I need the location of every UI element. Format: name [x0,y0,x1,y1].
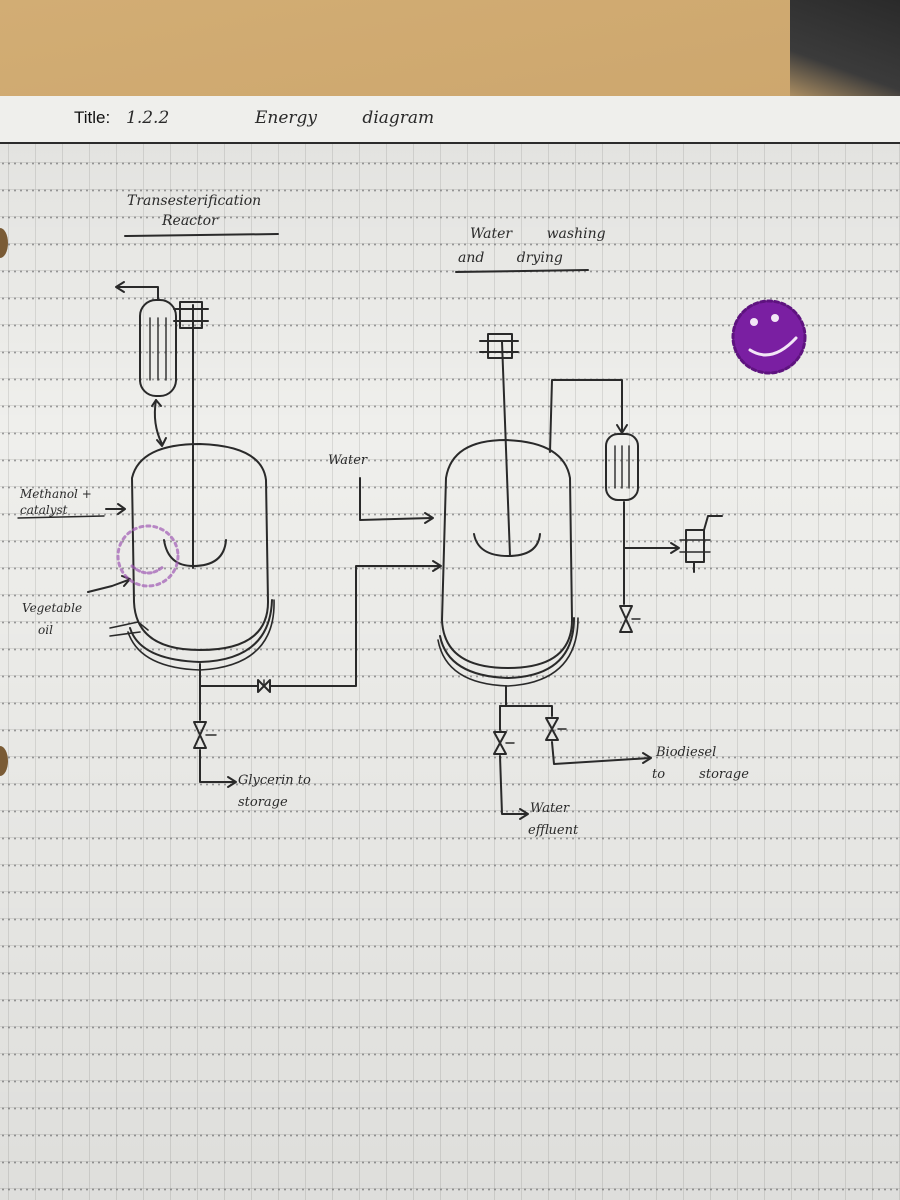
biodiesel-label-line1: Biodiesel [655,745,716,760]
title-label: Title: [74,108,111,127]
desk-shadow [790,0,900,110]
transfer-line [269,565,441,687]
vegetable-oil-label-line1: Vegetable [22,601,82,615]
smiley-sticker-icon [731,299,807,375]
water-effluent-valve-icon [493,731,507,755]
washing-vessel: Water effluent Biodiesel to storage [437,333,749,838]
glycerin-arrow-icon [227,776,237,788]
reactor-jacket-outer [127,599,275,671]
glycerin-valve-icon [193,721,207,749]
vent-arrow-icon [115,281,125,293]
water-effluent-label-line1: Water [530,801,570,816]
transfer-arrow-icon [432,560,442,572]
washing-motor-icon [487,333,513,359]
condenser-vent-line [117,286,159,301]
return-arrow-up-icon [151,399,162,407]
washing-agitator-shaft [501,341,511,557]
reactor-heading-underline [124,233,279,237]
water-inlet-line [359,477,433,521]
washing-vessel-jacket-outer [437,617,579,687]
vacuum-arrow-icon [670,542,680,554]
biodiesel-label-line2: to storage [652,767,749,782]
condensate-valve-icon [619,605,633,633]
water-effluent-arrow-icon [519,808,529,820]
water-inlet-label: Water [328,453,368,468]
glycerin-label-line2: storage [238,795,288,810]
title-value: 1.2.2 [126,108,170,128]
biodiesel-outlet-line [551,741,651,765]
title-text: Energy diagram [255,108,435,128]
binder-hole-bottom [0,746,8,776]
methanol-label-line2: catalyst [20,503,68,517]
biodiesel-arrow-icon [642,752,652,764]
condenser-return-line [153,399,163,445]
methanol-arrow-icon [117,503,126,515]
return-arrow-down-icon [156,437,167,447]
water-effluent-line [499,755,527,815]
biodiesel-valve-icon [545,717,559,741]
faded-smiley-stamp-icon [116,524,180,588]
title-bar: Title: 1.2.2 Energy diagram [0,96,900,144]
reactor-heading-line1: Transesterification [127,193,261,209]
oil-nozzle [109,621,149,637]
washing-heading-underline [455,269,589,273]
vegetable-oil-inlet-line [87,579,129,593]
glycerin-outlet-line [199,749,235,783]
vegetable-oil-label-line2: oil [38,623,53,637]
transesterification-reactor: Methanol + catalyst Vegetable oil Glycer… [17,281,442,810]
washing-heading-line1: Water washing [470,226,606,242]
washing-impeller [473,533,541,557]
reactor-vessel [131,443,269,651]
reactor-jacket [129,599,273,663]
glycerin-label-line1: Glycerin to [238,773,311,788]
reactor-heading-line2: Reactor [161,213,219,229]
water-effluent-label-line2: effluent [528,823,579,838]
transfer-valve-icon [257,679,271,693]
reactor-impeller [163,539,227,567]
binder-hole-top [0,228,8,258]
washing-vapor-line [549,379,623,453]
vacuum-pump-icon [685,529,705,563]
reactor-motor-icon [179,301,203,329]
water-inlet-arrow-icon [424,512,434,524]
washing-vessel-body [441,439,573,669]
washing-condenser-icon [605,433,639,501]
methanol-label-line1: Methanol + [19,487,92,501]
washing-vessel-jacket [439,617,575,679]
washing-heading-line2: and drying [458,250,563,266]
